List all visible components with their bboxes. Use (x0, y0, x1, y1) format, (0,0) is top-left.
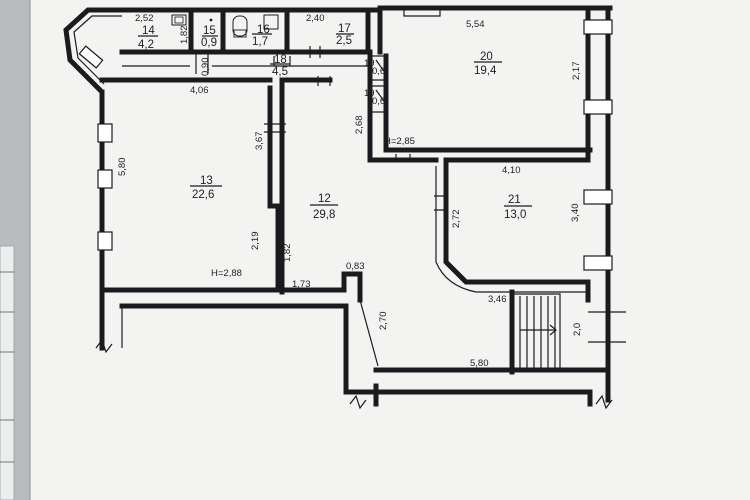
room-area: 13,0 (504, 209, 526, 221)
room-number: 16 (257, 24, 270, 36)
lower-mid-wall (119, 303, 379, 395)
room-20-left-wall (377, 5, 423, 153)
room-area: 4,5 (272, 66, 288, 78)
room-area: 29,8 (313, 209, 335, 221)
room-area: 4,2 (138, 39, 154, 51)
dim-label: 3,67 (254, 132, 265, 151)
room-number: 13 (200, 175, 213, 187)
form-margin (0, 245, 15, 500)
dim-label: 1,82 (179, 26, 190, 45)
dim-label: 1,82 (282, 244, 293, 263)
stair-tread (519, 296, 556, 370)
dim-label: 2,72 (451, 210, 462, 229)
dim-label: 2,52 (135, 13, 154, 24)
dim-label: 1,73 (292, 279, 311, 290)
sink-fixture (171, 14, 187, 26)
paper-sheet (30, 0, 750, 500)
room-number: 19 (364, 58, 375, 69)
drain-dot (209, 18, 213, 22)
dim-label: 2,0 (572, 323, 583, 336)
room-12-right-wall (367, 117, 439, 163)
dim-label: 2,40 (306, 13, 325, 24)
bay-inner-line (73, 15, 122, 85)
window-right-2 (583, 99, 613, 115)
dim-label: 5,80 (117, 158, 128, 177)
corridor-edge (359, 299, 379, 367)
room-number: 17 (338, 23, 351, 35)
height-label: H=2,85 (384, 136, 415, 147)
stair-box (514, 293, 561, 372)
window-left-2 (97, 169, 113, 189)
window-left-3 (97, 231, 113, 251)
room-area: 0,6 (372, 96, 385, 107)
room-21-left-wall (443, 157, 591, 285)
break-mark (595, 394, 613, 410)
dim-label: 0,83 (346, 261, 365, 272)
stair-arrow (520, 324, 557, 336)
room-number: 20 (480, 51, 493, 63)
bottom-outer-wall (373, 389, 593, 407)
sink-fixture-inner (174, 16, 184, 24)
dim-label: 5,80 (470, 358, 489, 369)
dim-label: 2,68 (354, 116, 365, 135)
room-20-inner-notch (403, 8, 441, 17)
door-mark (317, 76, 331, 86)
room-area: 2,5 (336, 35, 352, 47)
toilet-tank (233, 29, 247, 38)
shower-fixture (263, 14, 279, 30)
room-12-bottom-wall (287, 271, 363, 303)
room-area: 0,6 (372, 66, 385, 77)
window-right-4 (583, 255, 613, 271)
room-area: 1,7 (252, 36, 268, 48)
window-right-1 (583, 19, 613, 35)
bay-window (78, 45, 104, 69)
room-area: 19,4 (474, 65, 497, 77)
dim-label: 0,90 (200, 58, 211, 77)
door-mark (195, 50, 209, 74)
window-left-1 (97, 123, 113, 143)
room-area: 0,9 (201, 37, 217, 49)
curved-edge (435, 166, 588, 293)
break-mark (95, 338, 113, 354)
window-right-3 (583, 189, 613, 205)
room-number: 14 (142, 25, 155, 37)
room-number: 19 (364, 88, 375, 99)
dim-label: 2,70 (378, 312, 389, 331)
room-number: 12 (318, 193, 331, 205)
room-area: 22,6 (192, 189, 214, 201)
height-label: H=2,88 (211, 268, 242, 279)
toilet-fixture (232, 15, 248, 37)
room-13-right-wall (267, 85, 281, 293)
dim-label: 4,06 (190, 85, 209, 96)
room-number: 15 (203, 25, 216, 37)
dim-label: 4,10 (502, 165, 521, 176)
door-mark (309, 46, 321, 58)
right-step-line (588, 311, 626, 343)
dim-label: 5,54 (466, 19, 485, 30)
break-mark (349, 394, 367, 410)
dim-label: 3,40 (570, 204, 581, 223)
room-number: 18 (274, 54, 287, 66)
dim-label: 2,17 (571, 62, 582, 81)
dim-label: 2,19 (250, 232, 261, 251)
dim-label: 3,46 (488, 294, 507, 305)
room-number: 21 (508, 194, 521, 206)
